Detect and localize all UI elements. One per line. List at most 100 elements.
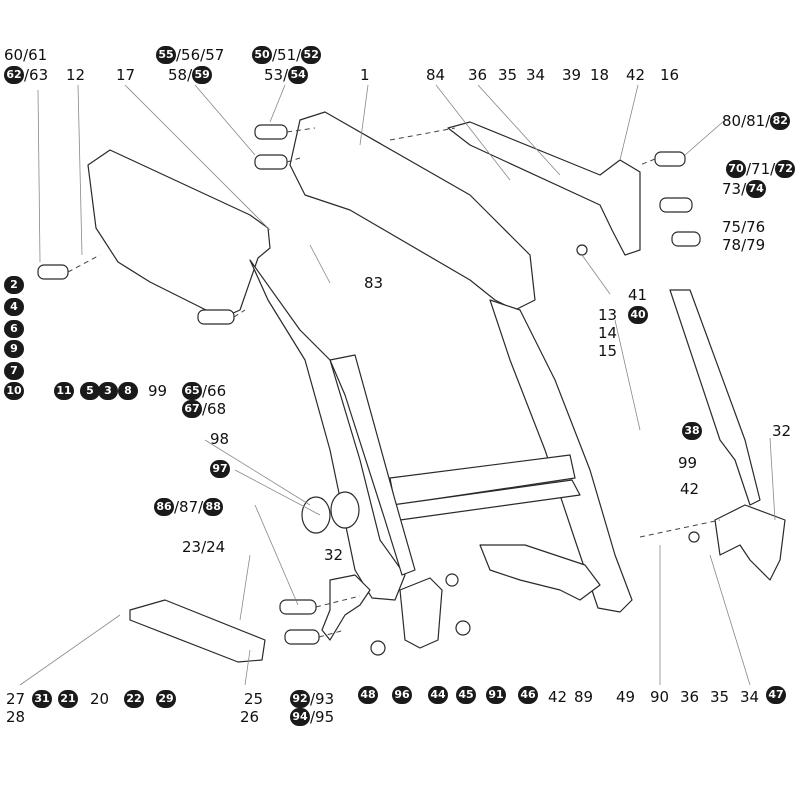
callout-number-badge: 62 bbox=[4, 66, 24, 84]
callout-number-badge: 67 bbox=[182, 400, 202, 418]
nut-45 bbox=[455, 620, 471, 636]
callout-label: 46 bbox=[518, 686, 538, 704]
callout-label: 47 bbox=[766, 686, 786, 704]
callout-label: 4 bbox=[4, 298, 24, 316]
callout-number-badge: 91 bbox=[486, 686, 506, 704]
callout-label: 41 bbox=[628, 286, 647, 304]
callout-number-text: 13 bbox=[598, 306, 618, 324]
callout-label: 1 bbox=[360, 66, 370, 84]
callout-number-text: 60/61 bbox=[4, 46, 48, 64]
right-cylinder bbox=[669, 289, 761, 506]
callout-number-text: 99 bbox=[148, 382, 168, 400]
callout-number-text: 26 bbox=[240, 708, 260, 726]
callout-number-text: /68 bbox=[202, 400, 227, 418]
callout-number-text: 23/24 bbox=[182, 538, 226, 556]
callout-label: 9 bbox=[4, 340, 24, 358]
callout-label: 22 bbox=[124, 690, 144, 708]
callout-number-text: 20 bbox=[90, 690, 110, 708]
centre-bracket bbox=[479, 544, 601, 601]
callout-label: 7 bbox=[4, 362, 24, 380]
upper-link bbox=[447, 121, 641, 256]
callout-number-badge: 96 bbox=[392, 686, 412, 704]
callout-number-text: 28 bbox=[6, 708, 26, 726]
callout-label: 60/61 bbox=[4, 46, 47, 64]
callout-number-text: 39 bbox=[562, 66, 582, 84]
callout-label: 10 bbox=[4, 382, 24, 400]
tool-bar bbox=[129, 599, 266, 663]
callout-label: 67/68 bbox=[182, 400, 226, 418]
washer-41 bbox=[576, 244, 588, 256]
callout-number-badge: 88 bbox=[203, 498, 224, 516]
callout-label: 16 bbox=[660, 66, 679, 84]
callout-label: 99 bbox=[678, 454, 697, 472]
callout-label: 36 bbox=[680, 688, 699, 706]
callout-number-badge: 9 bbox=[4, 340, 24, 358]
callout-number-text: /87/ bbox=[174, 498, 204, 516]
callout-number-text: 89 bbox=[574, 688, 594, 706]
pin-78 bbox=[671, 231, 701, 247]
callout-number-text: 49 bbox=[616, 688, 636, 706]
callout-label: 15 bbox=[598, 342, 617, 360]
washer-90 bbox=[688, 531, 700, 543]
callout-number-text: 14 bbox=[598, 324, 618, 342]
callout-number-badge: 86 bbox=[154, 498, 174, 516]
callout-number-text: 98 bbox=[210, 430, 230, 448]
assembly-line bbox=[315, 595, 361, 608]
callout-label: 13 bbox=[598, 306, 617, 324]
callout-label: 96 bbox=[392, 686, 412, 704]
callout-number-text: 34 bbox=[740, 688, 760, 706]
callout-number-text: 73/ bbox=[722, 180, 747, 198]
callout-number-badge: 70 bbox=[726, 160, 746, 178]
callout-number-badge: 50 bbox=[252, 46, 272, 64]
callout-label: 5 bbox=[80, 382, 100, 400]
nut-96 bbox=[370, 640, 386, 656]
callout-label: 31 bbox=[32, 690, 52, 708]
callout-number-badge: 82 bbox=[770, 112, 791, 130]
pin-73 bbox=[659, 197, 693, 213]
callout-number-badge: 72 bbox=[775, 160, 796, 178]
callout-label: 80/81/82 bbox=[722, 112, 791, 130]
callout-label: 62/63 bbox=[4, 66, 48, 84]
callout-label: 8 bbox=[118, 382, 138, 400]
callout-label: 99 bbox=[148, 382, 167, 400]
callout-number-badge: 47 bbox=[766, 686, 786, 704]
assembly-line bbox=[233, 309, 246, 318]
callout-number-text: 36 bbox=[680, 688, 700, 706]
callout-label: 20 bbox=[90, 690, 109, 708]
pin-92 bbox=[284, 629, 320, 645]
callout-label: 38 bbox=[682, 422, 702, 440]
callout-number-text: 35 bbox=[710, 688, 730, 706]
callout-label: 98 bbox=[210, 430, 229, 448]
assembly-line bbox=[318, 629, 346, 638]
left-cylinder bbox=[329, 354, 416, 576]
callout-label: 36 bbox=[468, 66, 487, 84]
callout-number-badge: 6 bbox=[4, 320, 24, 338]
callout-number-text: 84 bbox=[426, 66, 446, 84]
callout-label: 84 bbox=[426, 66, 445, 84]
callout-label: 45 bbox=[456, 686, 476, 704]
callout-label: 17 bbox=[116, 66, 135, 84]
callout-number-text: 25 bbox=[244, 690, 264, 708]
callout-label: 6 bbox=[4, 320, 24, 338]
callout-number-text: 75/76 bbox=[722, 218, 766, 236]
right-bracket bbox=[714, 504, 786, 581]
callout-label: 35 bbox=[710, 688, 729, 706]
callout-number-text: 15 bbox=[598, 342, 618, 360]
callout-number-badge: 11 bbox=[54, 382, 74, 400]
callout-label: 25 bbox=[244, 690, 263, 708]
callout-label: 28 bbox=[6, 708, 25, 726]
callout-number-badge: 3 bbox=[98, 382, 118, 400]
callout-label: 2 bbox=[4, 276, 24, 294]
assembly-line bbox=[389, 127, 456, 141]
pin-60 bbox=[37, 264, 69, 280]
callout-number-badge: 59 bbox=[192, 66, 213, 84]
callout-number-text: 90 bbox=[650, 688, 670, 706]
callout-label: 65/66 bbox=[182, 382, 226, 400]
callout-label: 75/76 bbox=[722, 218, 765, 236]
pin-86 bbox=[279, 599, 317, 615]
callout-number-text: /71/ bbox=[746, 160, 776, 178]
callout-label: 83 bbox=[364, 274, 383, 292]
callout-number-badge: 21 bbox=[58, 690, 78, 708]
callout-label: 12 bbox=[66, 66, 85, 84]
